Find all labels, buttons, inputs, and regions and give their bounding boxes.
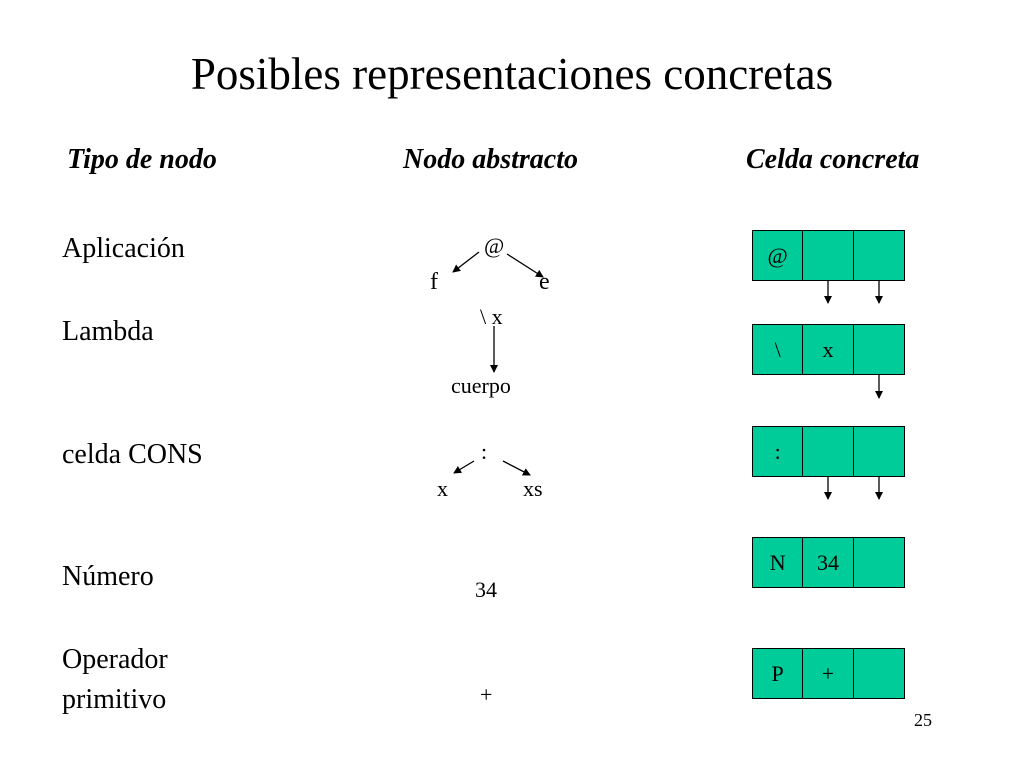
cell-field xyxy=(803,427,854,476)
cell-numero: N 34 xyxy=(752,537,905,588)
cell-cons: : xyxy=(752,426,905,477)
edge-cons-right xyxy=(502,460,531,476)
cell-operador: P + xyxy=(752,648,905,699)
cell-field xyxy=(853,649,905,698)
cons-right: xs xyxy=(523,476,543,501)
cell-tag: N xyxy=(753,538,804,587)
lambda-root: \ x xyxy=(480,304,503,329)
operator-value: + xyxy=(480,682,493,707)
cell-field xyxy=(853,325,905,374)
cell-field: 34 xyxy=(803,538,854,587)
edge-cons-left xyxy=(453,460,475,474)
cell-field: x xyxy=(803,325,854,374)
header-tipo-de-nodo: Tipo de nodo xyxy=(67,144,217,175)
cell-lambda: \ x xyxy=(752,324,905,375)
edge-app-left xyxy=(452,251,480,273)
row-label-cons: celda CONS xyxy=(62,439,203,470)
app-right: e xyxy=(539,269,550,295)
cell-aplicacion: @ xyxy=(752,230,905,281)
cell-field xyxy=(853,538,905,587)
header-celda-concreta: Celda concreta xyxy=(746,144,920,175)
lambda-body: cuerpo xyxy=(451,373,511,398)
cell-tag: : xyxy=(753,427,804,476)
cell-field: + xyxy=(803,649,854,698)
cell-field xyxy=(853,427,905,476)
row-label-aplicacion: Aplicación xyxy=(62,233,185,264)
cons-left: x xyxy=(437,476,448,501)
page-number: 25 xyxy=(914,710,932,730)
row-label-lambda: Lambda xyxy=(62,316,154,347)
cell-tag: @ xyxy=(753,231,804,280)
cell-field xyxy=(853,231,905,280)
row-label-primitivo: primitivo xyxy=(62,684,167,715)
app-left: f xyxy=(430,269,438,295)
cell-tag: \ xyxy=(753,325,804,374)
cell-tag: P xyxy=(753,649,804,698)
slide-title: Posibles representaciones concretas xyxy=(190,49,834,99)
cell-field xyxy=(803,231,854,280)
header-nodo-abstracto: Nodo abstracto xyxy=(403,144,578,175)
edge-app-right xyxy=(506,253,544,278)
number-value: 34 xyxy=(475,577,497,602)
cons-root: : xyxy=(481,439,488,464)
row-label-numero: Número xyxy=(62,561,154,592)
app-root: @ xyxy=(484,233,505,258)
row-label-operador: Operador xyxy=(62,644,168,675)
